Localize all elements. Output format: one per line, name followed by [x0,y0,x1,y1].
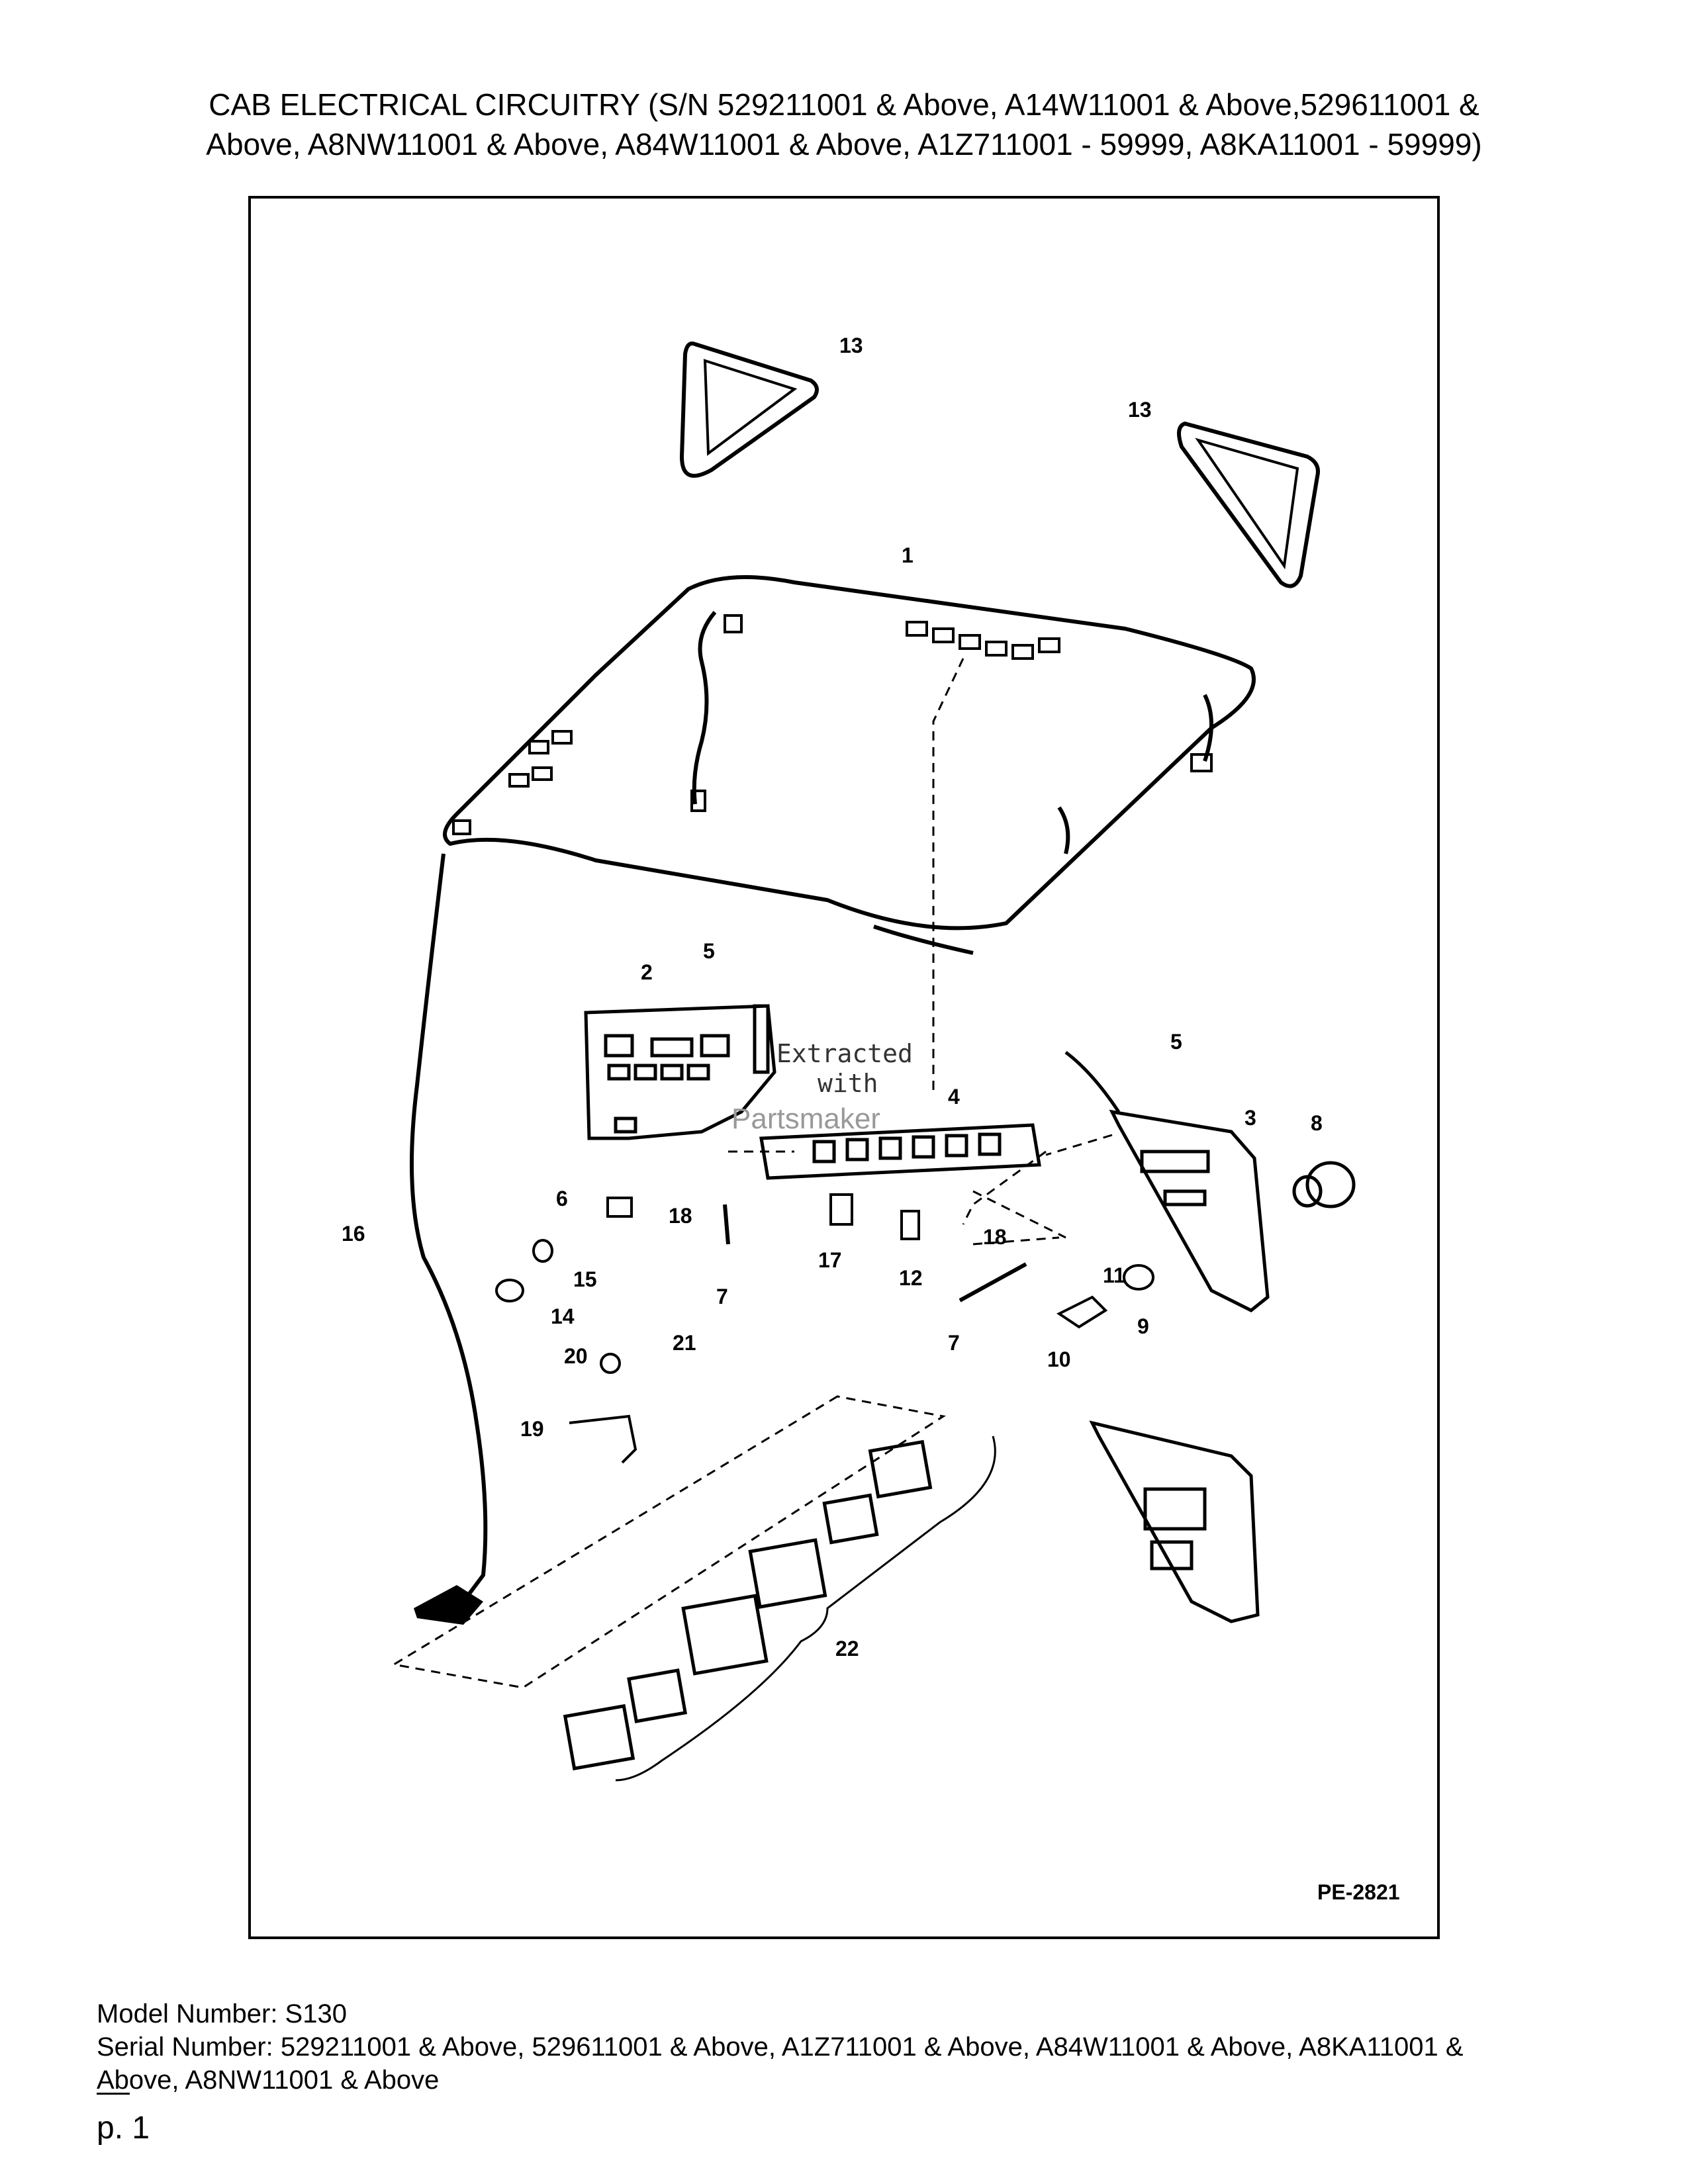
callout-14: 14 [551,1304,575,1328]
callout-7: 7 [716,1285,728,1308]
harness-connectors [452,614,1213,835]
callout-3: 3 [1244,1106,1256,1130]
switch-strip-4 [759,1123,1041,1180]
callout-1: 1 [902,543,914,567]
control-panel-2 [584,1004,776,1140]
footer: Model Number: S130 Serial Number: 529211… [97,1997,1464,2097]
model-number: Model Number: S130 [97,1999,347,2028]
dashed-leaders [391,658,1113,1689]
callout-15: 15 [573,1267,597,1291]
callout-2: 2 [641,960,653,984]
callout-7: 7 [948,1331,960,1355]
callout-20: 20 [564,1344,588,1368]
callout-6: 6 [556,1187,568,1210]
callout-19: 19 [520,1417,544,1441]
extraction-watermark: Extracted with Partsmaker [731,1039,913,1135]
title-line-1: CAB ELECTRICAL CIRCUITRY (S/N 529211001 … [209,87,1479,122]
callout-21: 21 [673,1331,696,1355]
serial-number-line-2: Above, A8NW11001 & Above [97,2066,440,2095]
callout-18: 18 [669,1204,692,1228]
triangle-gasket-left [679,341,819,478]
diagram-frame [248,196,1440,1939]
watermark-line-3: Partsmaker [731,1103,880,1135]
small-parts [495,1193,1154,1464]
harness-end-plug [414,1585,483,1625]
callout-12: 12 [899,1266,923,1290]
callout-10: 10 [1047,1347,1071,1371]
control-panel-3 [1064,1051,1270,1312]
callout-18: 18 [983,1225,1007,1249]
footer-rule [97,2093,130,2095]
watermark-line-1: Extracted [776,1039,913,1068]
knob-8 [1292,1161,1356,1208]
callout-13: 13 [839,334,863,357]
title-line-2: Above, A8NW11001 & Above, A84W11001 & Ab… [206,127,1482,161]
callout-4: 4 [948,1085,960,1109]
bezel-stack-22 [563,1435,996,1782]
watermark-line-2: with [818,1069,878,1098]
callout-5: 5 [1170,1030,1182,1054]
callout-8: 8 [1311,1111,1323,1135]
diagram-reference-code: PE-2821 [1317,1880,1400,1904]
page-title: CAB ELECTRICAL CIRCUITRY (S/N 529211001 … [0,85,1688,164]
callout-11: 11 [1103,1263,1125,1287]
triangle-gasket-right [1177,421,1320,588]
control-panel-11 [1089,1420,1260,1623]
callout-16: 16 [342,1222,365,1246]
callout-9: 9 [1137,1314,1149,1338]
main-wiring-harness [410,575,1256,1603]
callout-5: 5 [703,939,715,963]
serial-number-line-1: Serial Number: 529211001 & Above, 529611… [97,2032,1464,2062]
callout-17: 17 [818,1248,842,1272]
page-number: p. 1 [97,2111,150,2146]
callout-labels: 1234556778910111213131415161718181920212… [342,334,1323,1661]
callout-22: 22 [835,1637,859,1661]
callout-13: 13 [1128,398,1152,422]
